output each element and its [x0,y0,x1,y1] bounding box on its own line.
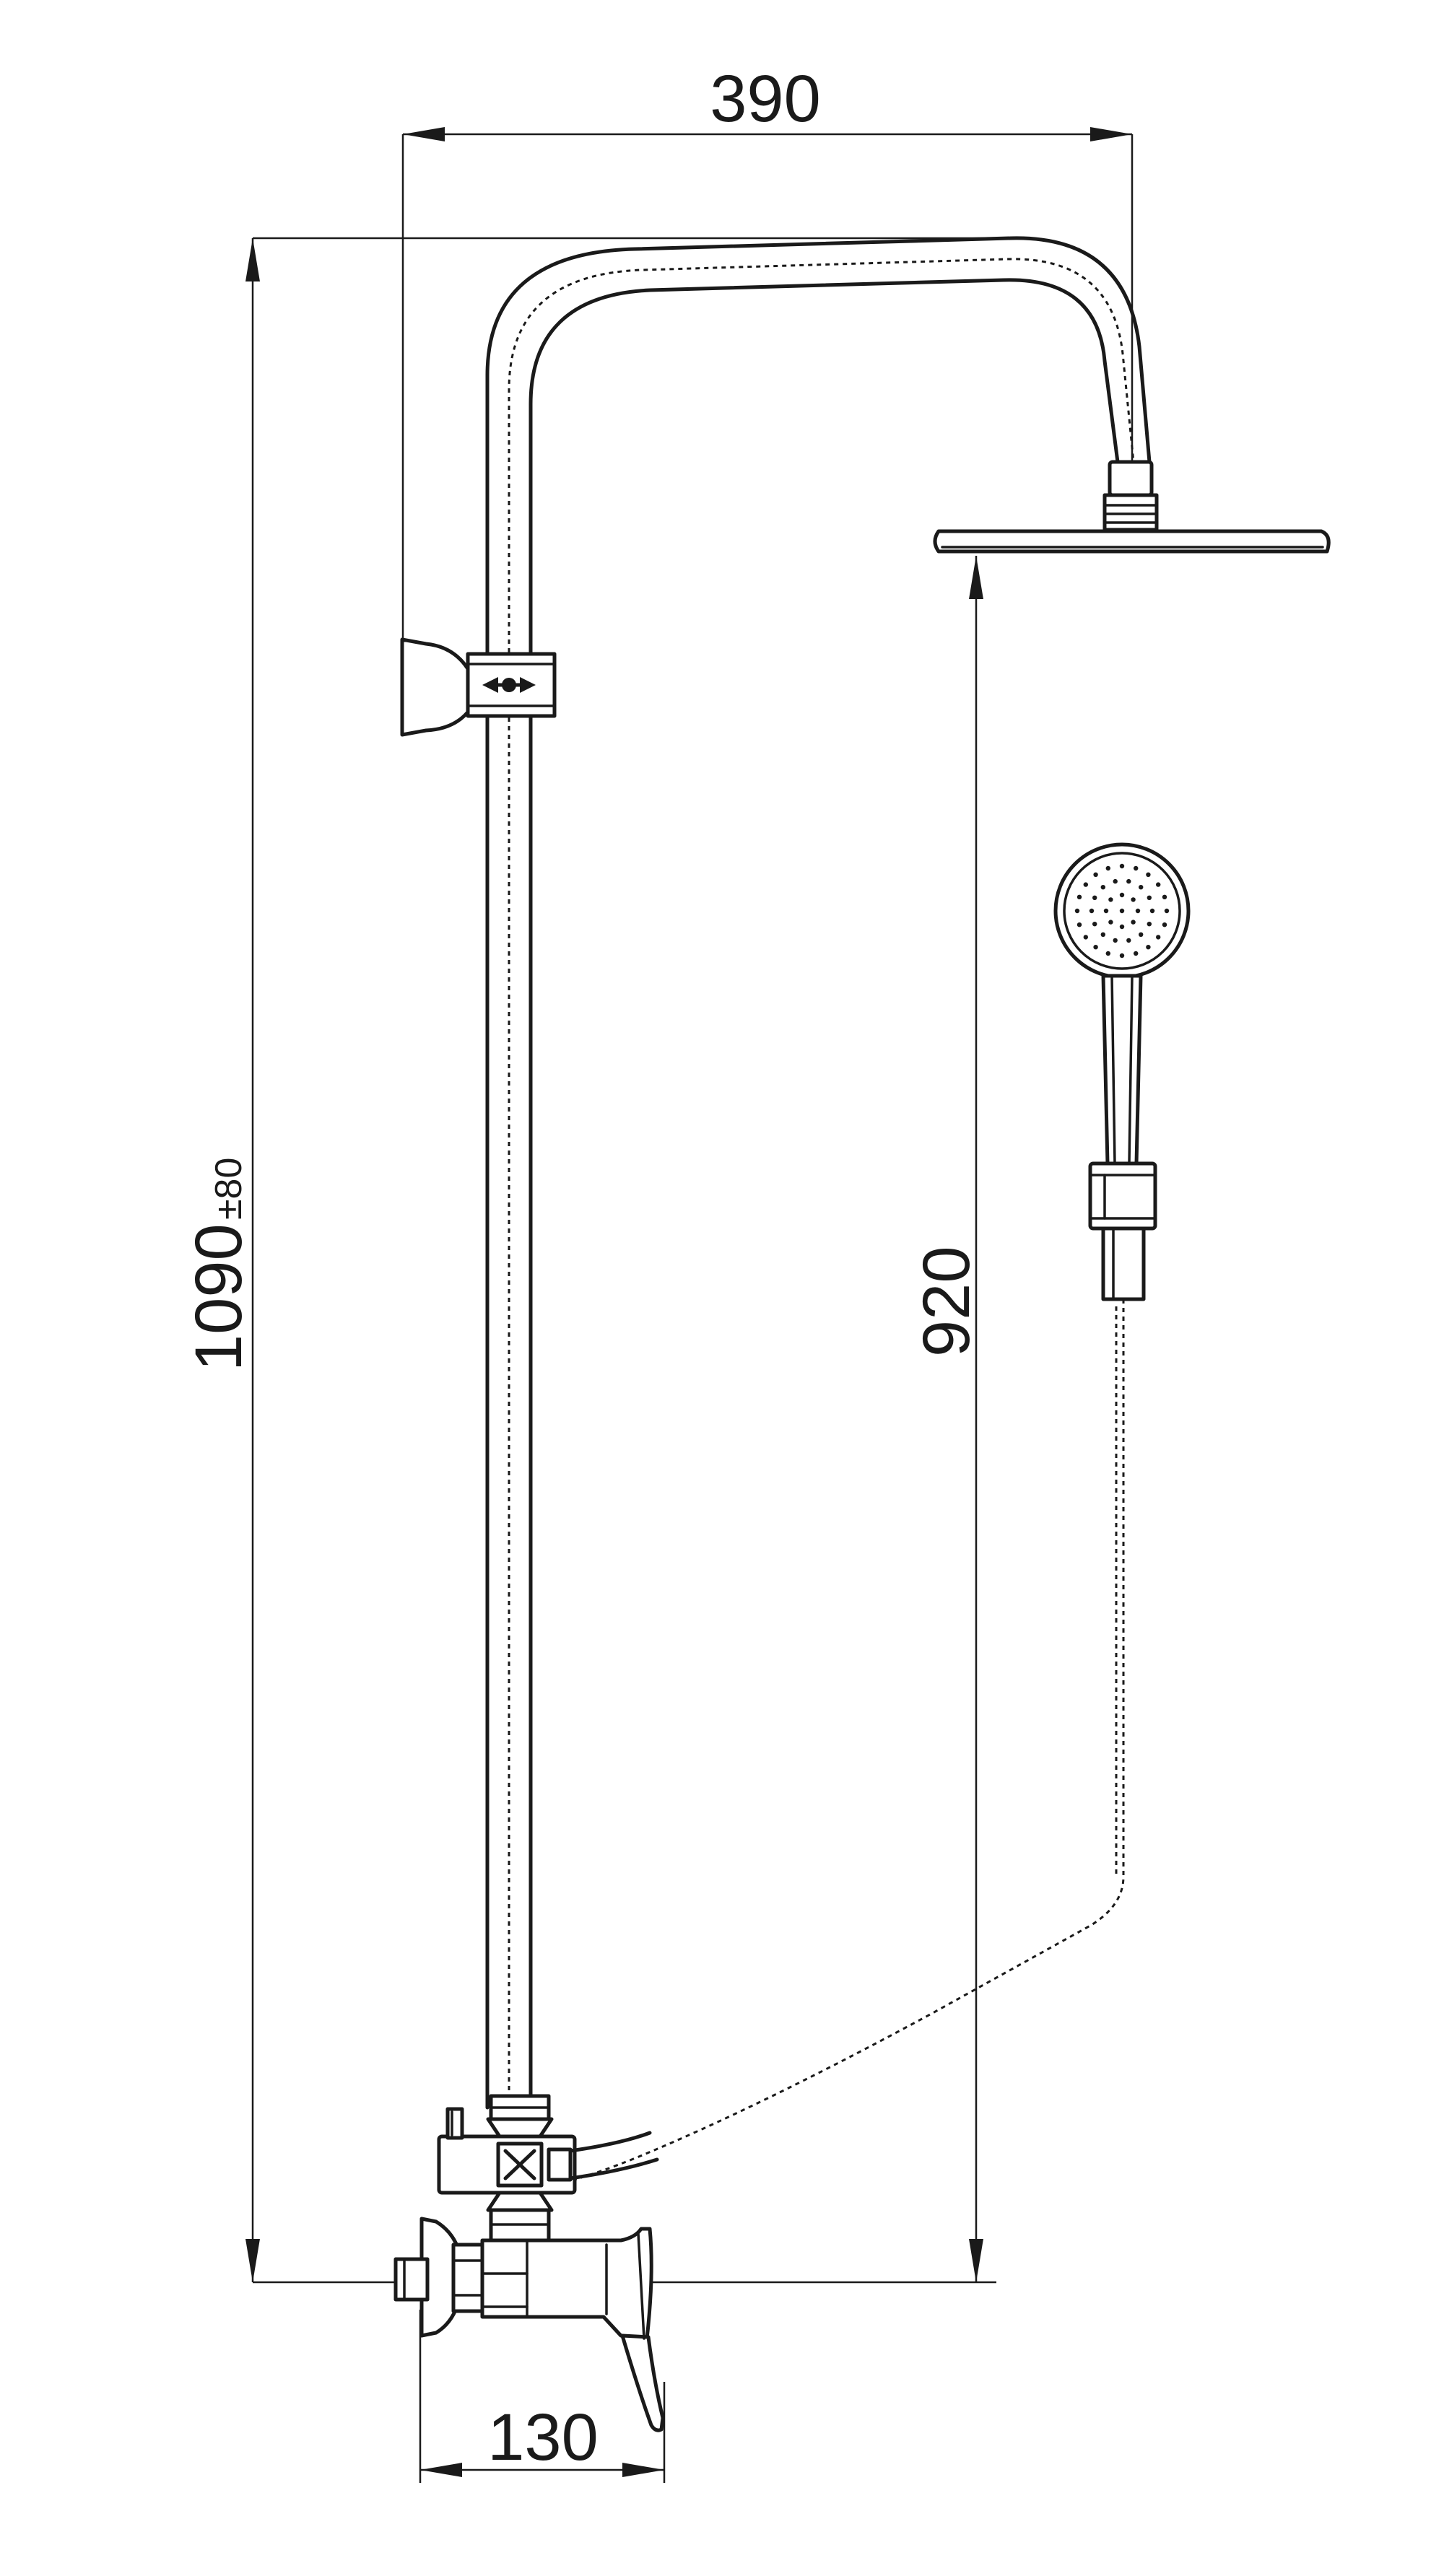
hand-shower [1053,842,1191,1166]
nozzle-dot [1077,894,1082,900]
diverter [437,2094,659,2212]
nozzle-dot [1149,908,1155,914]
shower-hose [573,1299,1125,2181]
nozzle-dot [1162,922,1167,927]
dimension-1090: 1090 ±80 [182,237,1011,2284]
riser-pipe [485,236,1152,2110]
nozzle-dot [1131,920,1136,925]
nozzle-dot [1119,892,1125,898]
dimension-130: 130 [419,2310,666,2483]
nozzle-dot [1164,908,1170,914]
nozzle-dot [1113,938,1118,943]
overhead-shower-plate [933,529,1331,554]
nozzle-dot [1100,885,1106,890]
nozzle-dot [1103,908,1109,914]
nozzle-dot [1113,878,1118,884]
nozzle-dot [1119,863,1125,869]
nozzle-dot [1131,897,1136,902]
hand-shower-nozzles [1074,863,1170,959]
dimension-1090-label: 1090 [182,1223,256,1371]
nozzle-dot [1100,932,1106,938]
nozzle-dot [1119,908,1125,914]
nozzle-dot [1105,865,1111,871]
nozzle-dot [1092,895,1097,901]
nozzle-dot [1146,945,1151,950]
nozzle-dot [1147,895,1152,901]
dimension-130-label: 130 [487,2401,599,2474]
upper-wall-bracket [400,637,557,737]
hand-shower-holder [1088,1161,1157,1301]
nozzle-dot [1156,882,1161,887]
dimension-390-label: 390 [710,62,821,136]
nozzle-dot [1074,908,1080,914]
nozzle-dot [1108,920,1113,925]
nozzle-dot [1126,878,1131,884]
nozzle-dot [1139,932,1144,938]
nozzle-dot [1089,908,1095,914]
nozzle-dot [1134,951,1139,956]
nozzle-dot [1108,897,1113,902]
nozzle-dot [1077,922,1082,927]
nozzle-dot [1119,953,1125,959]
nozzle-dot [1147,922,1152,927]
nozzle-dot [1093,945,1098,950]
nozzle-dot [1092,922,1097,927]
nozzle-dot [1134,865,1139,871]
connector-pipe [489,2208,551,2243]
nozzle-dot [1126,938,1131,943]
nozzle-dot [1083,935,1089,940]
nozzle-dot [1105,951,1111,956]
dimension-920: 920 [910,556,983,2282]
nozzle-dot [1135,908,1141,914]
nozzle-dot [1146,872,1151,878]
nozzle-dot [1162,894,1167,900]
dimension-920-label: 920 [910,1246,983,1358]
nozzle-dot [1093,872,1098,878]
nozzle-dot [1156,935,1161,940]
dimension-390: 390 [401,62,1134,729]
dimension-1090-tolerance: ±80 [208,1158,250,1220]
head-connector [1102,460,1159,532]
nozzle-dot [1119,924,1125,930]
nozzle-dot [1083,882,1089,887]
nozzle-dot [1139,885,1144,890]
mixer [393,2217,665,2432]
